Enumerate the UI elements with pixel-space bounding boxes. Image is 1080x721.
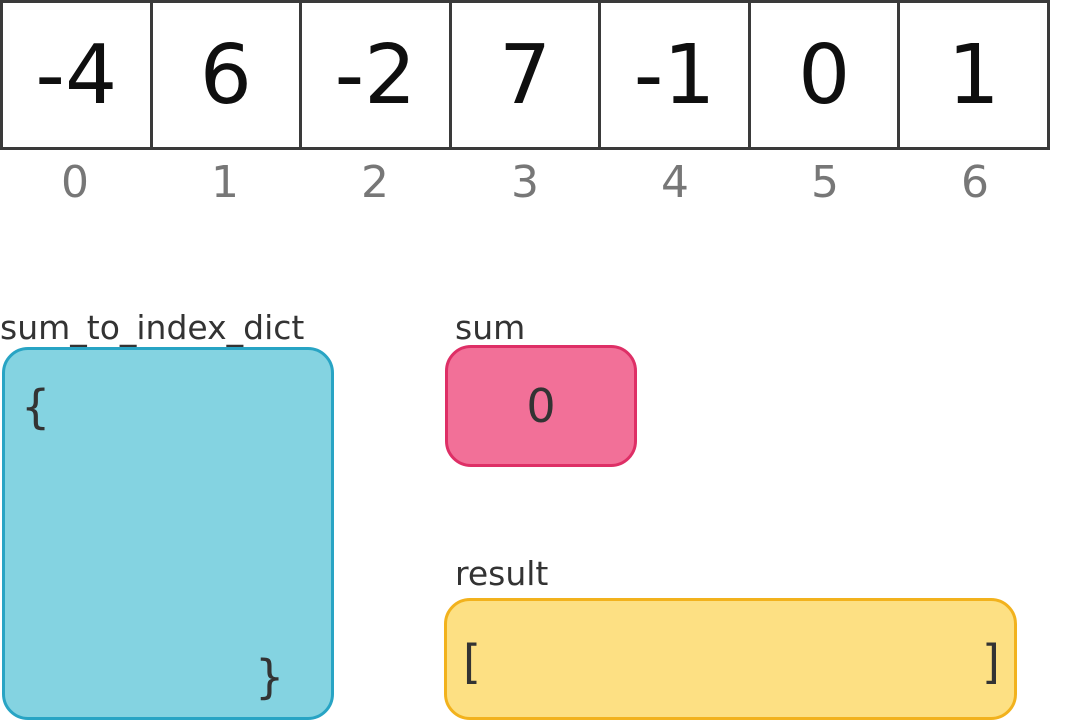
array-index: 1: [211, 156, 239, 208]
array-index: 5: [811, 156, 839, 208]
dict-open-brace: {: [21, 380, 51, 434]
array-cell: 7: [452, 3, 602, 147]
sum-box: 0: [445, 345, 637, 467]
result-box: [ ]: [444, 598, 1017, 720]
array-indices: 0 1 2 3 4 5 6: [0, 150, 1050, 214]
array-cell: 6: [153, 3, 303, 147]
array-cell: 1: [947, 27, 1000, 123]
result-open-bracket: [: [463, 635, 481, 689]
array-index: 2: [361, 156, 389, 208]
result-label: result: [455, 554, 549, 593]
array-index: 4: [661, 156, 689, 208]
array-index: 3: [511, 156, 539, 208]
dict-close-brace: }: [255, 650, 285, 704]
dict-label: sum_to_index_dict: [0, 308, 305, 347]
array-cell: -4: [3, 3, 153, 147]
sum-value: 0: [526, 379, 556, 433]
array-cell: -2: [302, 3, 452, 147]
array-index: 0: [61, 156, 89, 208]
dict-box: { }: [2, 347, 334, 720]
result-close-bracket: ]: [982, 635, 1000, 689]
array-cells: -4 6 -2 7 -1 0 1: [0, 0, 1050, 150]
array-cell: -1: [601, 3, 751, 147]
array-cell: 0: [751, 3, 901, 147]
array-index: 6: [961, 156, 989, 208]
sum-label: sum: [455, 308, 526, 347]
